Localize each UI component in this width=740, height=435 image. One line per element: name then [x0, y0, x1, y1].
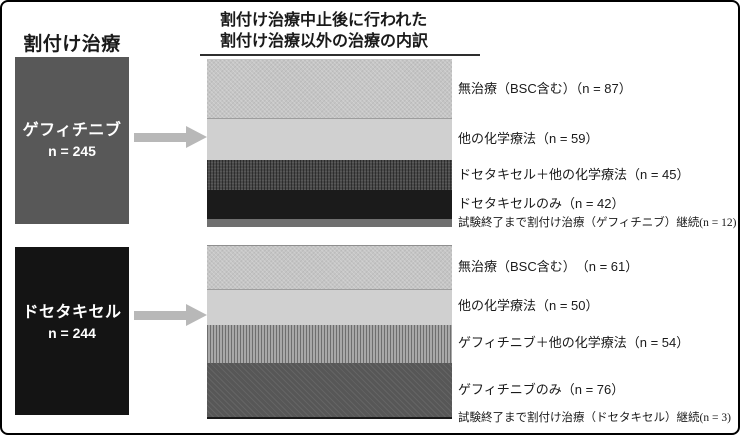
allocation-box-gefitinib: ゲフィチニブ n = 245	[15, 57, 129, 224]
stacked-bar-docetaxel	[207, 245, 452, 419]
bar-segment	[207, 363, 452, 417]
allocation-n-count: n = 245	[48, 143, 96, 159]
segment-label: 試験終了まで割付け治療（ドセタキセル）継続(n = 3)	[458, 411, 731, 424]
segment-labels-docetaxel: 無治療（BSC含む） （n = 61） 他の化学療法（n = 50） ゲフィチニブ＋…	[458, 245, 738, 424]
segment-label: 他の化学療法（n = 50）	[458, 298, 599, 314]
segment-label-row: 試験終了まで割付け治療（ゲフィチニブ）継続(n = 12)	[458, 216, 738, 229]
segment-label-row: ドセタキセルのみ（n = 42）	[458, 190, 738, 219]
segment-labels-gefitinib: 無治療（BSC含む）（n = 87） 他の化学療法（n = 59） ドセタキセル＋他…	[458, 59, 738, 229]
right-arrow-icon	[134, 126, 207, 148]
header-underline	[200, 54, 480, 56]
allocation-box-docetaxel: ドセタキセル n = 244	[15, 247, 129, 415]
center-header-line2: 割付け治療以外の治療の内訳	[220, 33, 429, 50]
arrow-head	[186, 304, 207, 326]
segment-label: ドセタキセル＋他の化学療法（n = 45）	[458, 166, 690, 182]
center-column-header: 割付け治療中止後に行われた 割付け治療以外の治療の内訳	[220, 10, 480, 52]
allocation-n-count: n = 244	[48, 324, 96, 341]
segment-label: 無治療（BSC含む）（n = 87）	[458, 80, 632, 96]
arrow-head	[186, 126, 207, 148]
left-column-header: 割付け治療	[23, 34, 121, 55]
segment-label-row: ドセタキセル＋他の化学療法（n = 45）	[458, 159, 738, 190]
segment-label: 他の化学療法（n = 59）	[458, 130, 599, 146]
segment-label-row: ゲフィチニブのみ（n = 76）	[458, 363, 738, 417]
bar-segment	[207, 218, 452, 227]
right-arrow-icon	[134, 304, 207, 326]
bar-segment	[207, 246, 452, 290]
segment-label-row: 他の化学療法（n = 59）	[458, 119, 738, 159]
bar-segment	[207, 190, 452, 219]
segment-label-row: 無治療（BSC含む）（n = 87）	[458, 59, 738, 119]
allocation-drug-name: ゲフィチニブ	[22, 122, 122, 139]
segment-label: 試験終了まで割付け治療（ゲフィチニブ）継続(n = 12)	[458, 216, 737, 229]
bar-segment	[207, 159, 452, 191]
stacked-bar-gefitinib	[207, 59, 452, 227]
bar-segment	[207, 325, 452, 364]
segment-label: ドセタキセルのみ（n = 42）	[458, 196, 625, 212]
bar-segment	[207, 290, 452, 326]
segment-label: 無治療（BSC含む） （n = 61）	[458, 258, 639, 274]
segment-label-row: 他の化学療法（n = 50）	[458, 289, 738, 325]
segment-label: ゲフィチニブのみ（n = 76）	[458, 381, 625, 397]
arrow-shaft	[134, 311, 186, 320]
segment-label-row: ゲフィチニブ＋他の化学療法（n = 54）	[458, 324, 738, 363]
segment-label-row: 試験終了まで割付け治療（ドセタキセル）継続(n = 3)	[458, 412, 738, 424]
segment-label-row: 無治療（BSC含む） （n = 61）	[458, 245, 738, 289]
center-header-line1: 割付け治療中止後に行われた	[220, 12, 428, 29]
bar-segment	[207, 416, 452, 419]
bar-segment	[207, 119, 452, 160]
arrow-shaft	[134, 133, 186, 142]
bar-segment	[207, 59, 452, 120]
segment-label: ゲフィチニブ＋他の化学療法（n = 54）	[458, 335, 690, 351]
allocation-drug-name: ドセタキセル	[22, 303, 122, 321]
